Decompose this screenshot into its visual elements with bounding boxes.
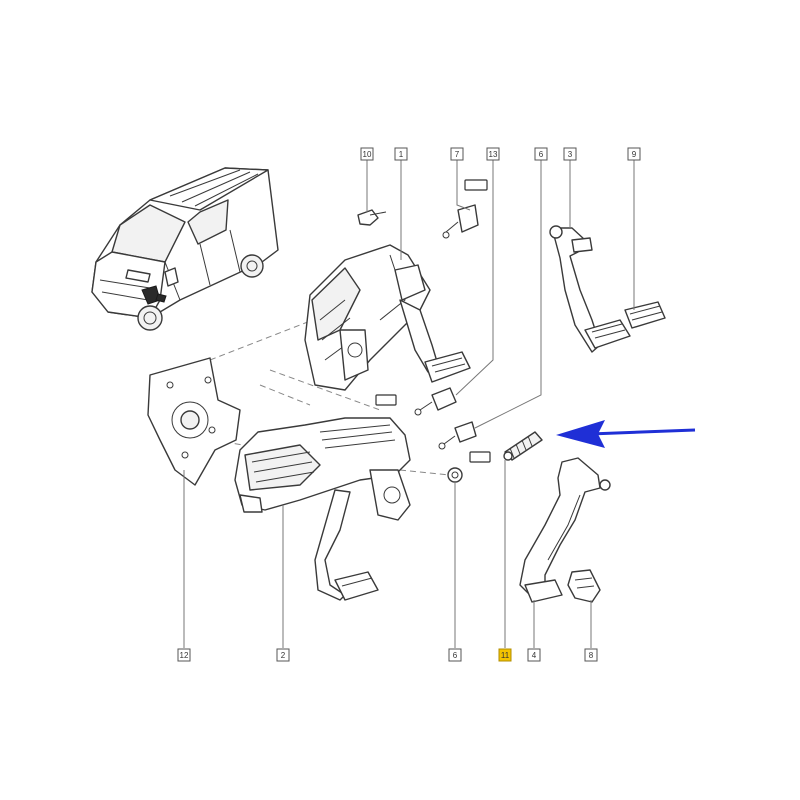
callout-number: 4 (532, 651, 537, 660)
callout-box (177, 648, 191, 662)
callout-c9: 9 (627, 147, 641, 161)
part-3-pedal-upper (549, 225, 631, 353)
callout-c13: 13 (486, 147, 500, 161)
part-12-bulkhead-plate (147, 357, 241, 486)
leader-lines (183, 160, 635, 648)
callout-number: 13 (489, 150, 498, 159)
part-11-return-spring (503, 431, 543, 461)
callout-c10: 10 (360, 147, 374, 161)
callout-number: 12 (180, 651, 189, 660)
callout-box (448, 648, 462, 662)
van-illustration (91, 167, 279, 331)
callout-number: 6 (453, 651, 458, 660)
part-9-pedal-pad (624, 301, 666, 329)
callout-box (534, 147, 548, 161)
part-10-clip (357, 209, 387, 226)
callout-c4: 4 (527, 648, 541, 662)
callout-number: 10 (363, 150, 372, 159)
callout-labels: 10 1 7 13 6 3 9 12 2 6 11 4 8 (177, 147, 641, 662)
callout-box (527, 648, 541, 662)
callout-box (486, 147, 500, 161)
pointer-arrow (556, 420, 696, 448)
callout-c7: 7 (450, 147, 464, 161)
callout-number: 9 (632, 150, 637, 159)
callout-box (276, 648, 290, 662)
callout-box (394, 147, 408, 161)
callout-c1: 1 (394, 147, 408, 161)
callout-c2: 2 (276, 648, 290, 662)
callout-box (450, 147, 464, 161)
callout-c11: 11 (498, 648, 512, 662)
callout-c6top: 6 (534, 147, 548, 161)
callout-number: 3 (568, 150, 573, 159)
callout-box (360, 147, 374, 161)
callout-c8: 8 (584, 648, 598, 662)
part-8-pedal-rubber (567, 569, 601, 603)
callout-number: 8 (589, 651, 594, 660)
callout-number: 1 (399, 150, 404, 159)
callout-box (584, 648, 598, 662)
callout-number: 11 (501, 651, 510, 660)
callout-c12: 12 (177, 648, 191, 662)
part-1-pedal-box-upper (304, 244, 471, 391)
callout-number: 6 (539, 150, 544, 159)
part-6-switch (438, 421, 491, 483)
callout-box (498, 648, 512, 662)
part-13-sensor (375, 387, 457, 416)
callout-c6bot: 6 (448, 648, 462, 662)
callout-box (627, 147, 641, 161)
callout-number: 2 (281, 651, 286, 660)
part-4-pedal-lower (519, 457, 611, 603)
callout-box (563, 147, 577, 161)
part-7-brake-switch (442, 179, 488, 239)
callout-number: 7 (455, 150, 460, 159)
callout-c3: 3 (563, 147, 577, 161)
part-2-pedal-box-lower (234, 417, 411, 601)
